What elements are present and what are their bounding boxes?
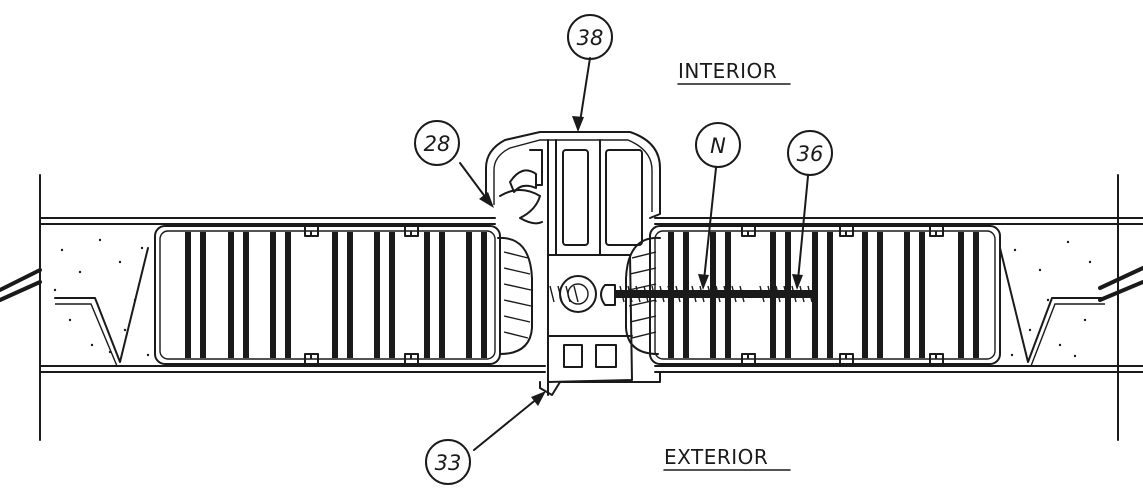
callout-38: 38 <box>567 14 613 60</box>
callout-38-label: 38 <box>577 26 604 50</box>
right-panel-clips <box>741 225 944 365</box>
exterior-label-group: EXTERIOR <box>663 445 791 471</box>
callout-n: N <box>695 122 741 168</box>
callout-36-label: 36 <box>797 142 824 166</box>
callout-36: 36 <box>787 130 833 176</box>
callout-n-label: N <box>710 134 726 158</box>
callout-33: 33 <box>425 439 471 485</box>
left-multiwall-panel <box>154 225 533 365</box>
right-wall-assembly <box>654 174 1143 441</box>
callout-28: 28 <box>414 120 460 166</box>
left-wall-assembly <box>0 174 546 441</box>
exterior-label: EXTERIOR <box>664 445 768 469</box>
fastener-screw <box>549 284 815 306</box>
interior-label: INTERIOR <box>678 59 777 83</box>
leader-lines <box>459 57 809 451</box>
left-panel-clips <box>304 225 419 365</box>
interior-label-group: INTERIOR <box>677 59 791 85</box>
left-panel-ribs <box>185 232 487 358</box>
callout-28-label: 28 <box>424 132 451 156</box>
screw-threads <box>549 285 813 303</box>
center-extrusion <box>485 131 661 396</box>
callout-33-label: 33 <box>435 451 462 475</box>
